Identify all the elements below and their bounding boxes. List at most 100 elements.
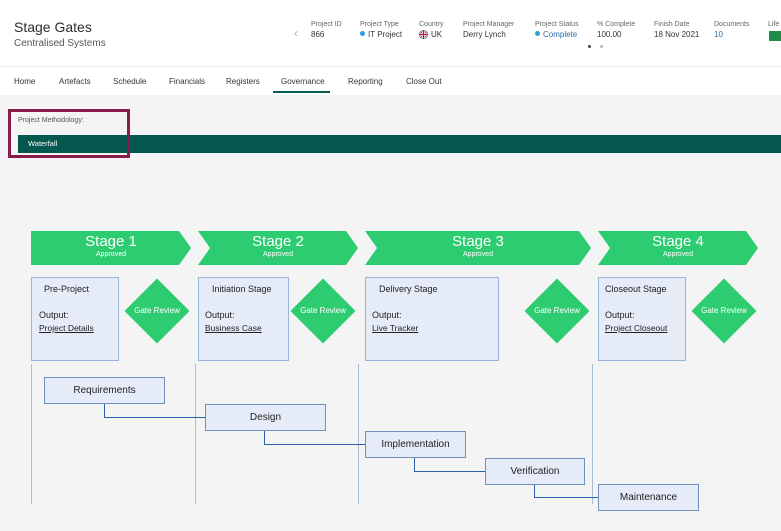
project-status-field: Project Status Complete (535, 21, 579, 39)
phase-implementation[interactable]: Implementation (365, 431, 466, 458)
phase-requirements[interactable]: Requirements (44, 377, 165, 404)
documents-link[interactable]: 10 (714, 30, 723, 39)
documents-label: Documents (714, 21, 750, 28)
deliverable-link[interactable]: Business Case (205, 323, 262, 333)
stage-3-box: Delivery Stage Output: Live Tracker (365, 277, 499, 361)
finish-date-label: Finish Date (654, 21, 690, 28)
tab-home[interactable]: Home (14, 77, 36, 86)
deliverable-link[interactable]: Project Closeout (605, 323, 668, 333)
connector (104, 403, 105, 417)
tab-registers[interactable]: Registers (226, 77, 260, 86)
documents-field: Documents 10 (714, 21, 749, 39)
stage-status: Approved (96, 251, 126, 258)
phase-design[interactable]: Design (205, 404, 326, 431)
stage-status: Approved (263, 251, 293, 258)
methodology-bar[interactable] (18, 135, 781, 153)
project-status-label: Project Status (535, 21, 579, 28)
methodology-value: Waterfall (28, 139, 58, 148)
percent-complete-value: 100.00 (597, 30, 622, 39)
active-tab-indicator (273, 91, 330, 93)
connector (414, 471, 485, 472)
stage-4-chevron[interactable]: Stage 4 Approved (598, 231, 758, 265)
stage-1-chevron[interactable]: Stage 1 Approved (31, 231, 191, 265)
output-label: Output: (39, 310, 69, 320)
stage-divider (195, 364, 196, 504)
percent-complete-field: % Complete 100.00 (597, 21, 635, 39)
deliverable-link[interactable]: Live Tracker (372, 323, 419, 333)
connector (414, 457, 415, 471)
stage-box-title: Closeout Stage (605, 284, 667, 294)
gate-review-2[interactable]: Gate Review (289, 277, 357, 345)
connector (534, 484, 535, 497)
output-label: Output: (372, 310, 402, 320)
stage-divider (31, 364, 32, 504)
stage-2-chevron[interactable]: Stage 2 Approved (198, 231, 358, 265)
carousel-dot[interactable] (600, 45, 603, 48)
output-label: Output: (205, 310, 235, 320)
stage-name: Stage 1 (85, 233, 137, 250)
project-type-label: Project Type (360, 21, 399, 28)
gate-review-4[interactable]: Gate Review (690, 277, 758, 345)
gate-review-1[interactable]: Gate Review (123, 277, 191, 345)
chevron-left-icon[interactable]: ‹ (294, 26, 298, 40)
stage-divider (358, 364, 359, 504)
stage-status: Approved (463, 251, 493, 258)
output-label: Output: (605, 310, 635, 320)
stage-name: Stage 2 (252, 233, 304, 250)
gate-review-label: Gate Review (134, 306, 180, 315)
lifecycle-badge (769, 31, 781, 41)
project-id-label: Project ID (311, 21, 342, 28)
stage-name: Stage 3 (452, 233, 504, 250)
methodology-label: Project Methodology: (18, 117, 84, 124)
stage-box-title: Pre-Project (44, 284, 90, 294)
tab-close-out[interactable]: Close Out (406, 77, 442, 86)
project-id-value: 866 (311, 30, 325, 39)
stage-3-chevron[interactable]: Stage 3 Approved (365, 231, 591, 265)
finish-date-value: 18 Nov 2021 (654, 30, 700, 39)
tab-financials[interactable]: Financials (169, 77, 206, 86)
stage-box-title: Initiation Stage (212, 284, 272, 294)
phase-maintenance[interactable]: Maintenance (598, 484, 699, 511)
life-field: Life (768, 21, 779, 28)
stage-box-title: Delivery Stage (379, 284, 438, 294)
stage-4-box: Closeout Stage Output: Project Closeout (598, 277, 686, 361)
page-title: Stage Gates (14, 19, 92, 35)
country-label: Country (419, 21, 444, 28)
percent-complete-label: % Complete (597, 21, 636, 28)
life-label: Life (768, 21, 780, 28)
gate-review-label: Gate Review (300, 306, 346, 315)
type-dot-icon (360, 31, 365, 36)
project-manager-value: Derry Lynch (463, 30, 506, 39)
project-id-field: Project ID 866 (311, 21, 342, 39)
carousel-dot-active[interactable] (588, 45, 591, 48)
project-type-value: IT Project (368, 30, 403, 39)
project-manager-field: Project Manager Derry Lynch (463, 21, 514, 39)
uk-flag-icon (419, 30, 428, 39)
connector (264, 430, 265, 444)
tab-artefacts[interactable]: Artefacts (59, 77, 91, 86)
project-header (0, 0, 781, 66)
connector (104, 417, 205, 418)
highlight-box (8, 109, 130, 158)
gate-review-label: Gate Review (534, 306, 580, 315)
connector (534, 497, 598, 498)
tab-governance[interactable]: Governance (281, 77, 325, 86)
stage-2-box: Initiation Stage Output: Business Case (198, 277, 289, 361)
deliverable-link[interactable]: Project Details (39, 323, 94, 333)
country-value: UK (431, 30, 443, 39)
tab-reporting[interactable]: Reporting (348, 77, 383, 86)
stage-1-box: Pre-Project Output: Project Details (31, 277, 119, 361)
page-subtitle: Centralised Systems (14, 38, 106, 49)
tab-schedule[interactable]: Schedule (113, 77, 147, 86)
project-type-field: Project Type IT Project (360, 21, 402, 39)
phase-verification[interactable]: Verification (485, 458, 585, 485)
gate-review-3[interactable]: Gate Review (523, 277, 591, 345)
country-field: Country UK (419, 21, 444, 39)
stage-divider (592, 364, 593, 504)
gate-review-label: Gate Review (701, 306, 747, 315)
connector (264, 444, 365, 445)
project-status-value: Complete (543, 30, 578, 39)
finish-date-field: Finish Date 18 Nov 2021 (654, 21, 699, 39)
stage-status: Approved (663, 251, 693, 258)
project-manager-label: Project Manager (463, 21, 515, 28)
